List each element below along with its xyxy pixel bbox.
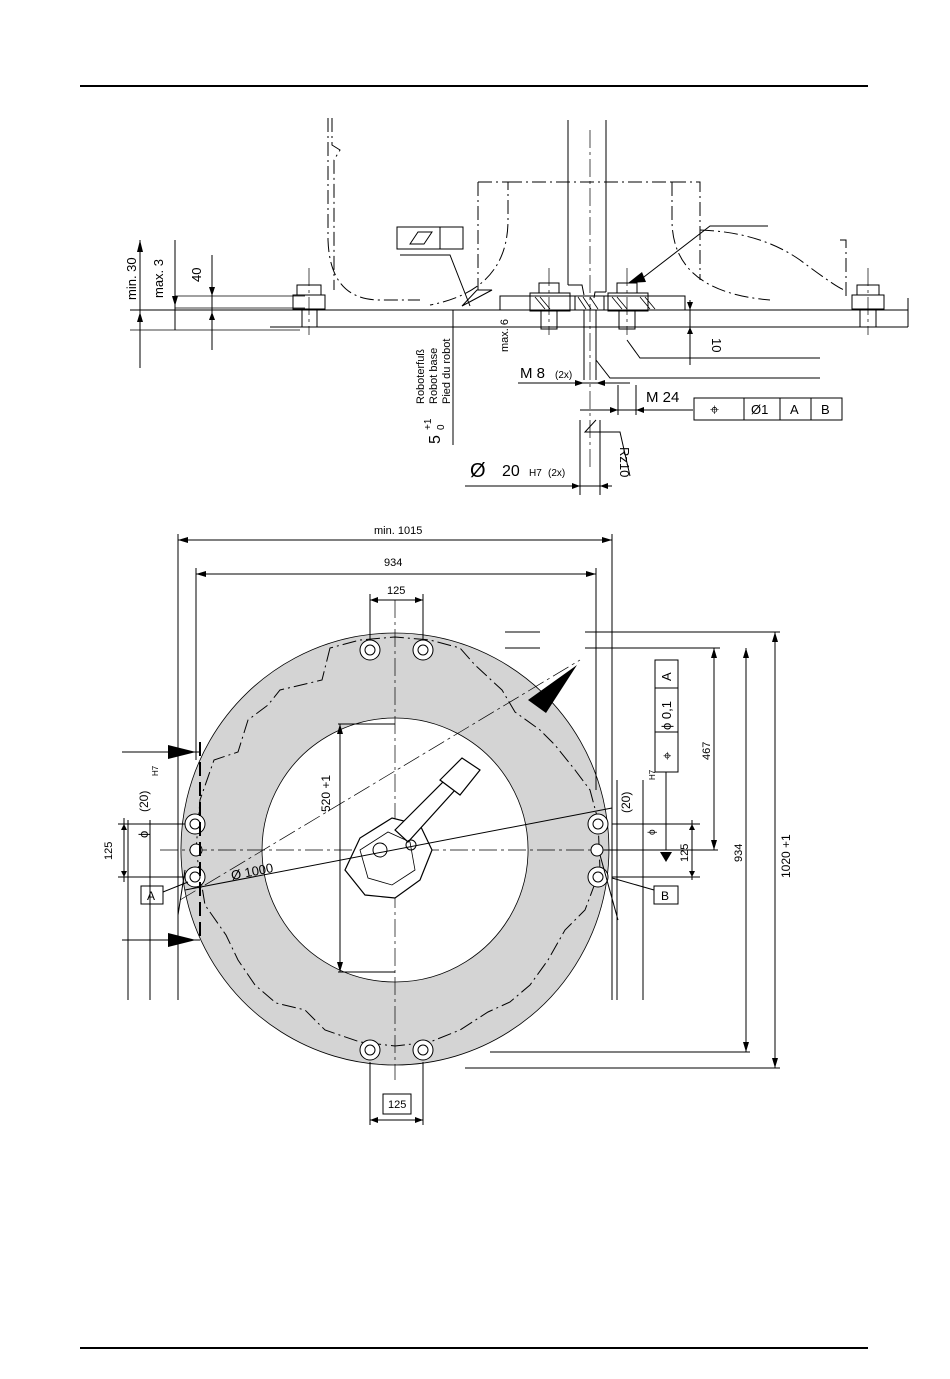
right-bore-phi: ϕ (647, 829, 658, 835)
dim-125-top: 125 (387, 585, 405, 597)
dia-qty: (2x) (548, 468, 565, 479)
dim-max-6: max. 6 (499, 319, 511, 352)
left-bore-20: (20) (137, 791, 151, 812)
pos-tol-datum-a: A (790, 402, 799, 417)
label-rz10: Rz10 (617, 447, 632, 477)
tol-box-symbol: ⌖ (659, 751, 676, 760)
datum-a-label: A (147, 889, 155, 903)
tol-0: 0 (436, 424, 447, 430)
dim-min-30: min. 30 (124, 257, 139, 300)
dim-min-1015: min. 1015 (374, 525, 422, 537)
dim-520: 520 +1 (319, 775, 333, 812)
plan-view: 520 +1 Ø 1000 min. 1015 934 125 1020 +1 (103, 525, 793, 1125)
tol-box-datum: A (659, 672, 674, 681)
tol-plus1: +1 (423, 418, 434, 430)
dim-934-top: 934 (384, 557, 402, 569)
dim-934-right: 934 (733, 844, 745, 862)
tol-5: 5 (427, 435, 444, 444)
datum-b-label: B (661, 889, 669, 903)
pos-tol-symbol: ⌖ (710, 402, 719, 419)
label-robot-base-fr: Pied du robot (441, 339, 453, 404)
label-robot-base-en: Robot base (428, 348, 440, 404)
dim-40: 40 (189, 268, 204, 282)
dim-125-bottom: 125 (388, 1099, 406, 1111)
right-bore-20: (20) (619, 792, 633, 813)
label-m24: M 24 (646, 389, 679, 406)
left-bore-phi: ϕ (136, 831, 151, 838)
pos-tol-datum-b: B (821, 402, 830, 417)
dia-symbol: Ø (470, 460, 486, 482)
label-m8: M 8 (520, 365, 545, 382)
pos-tol-value: Ø1 (751, 402, 768, 417)
label-robot-base-de: Roboterfuß (415, 349, 427, 404)
dim-125-left: 125 (103, 842, 115, 860)
dim-125-right: 125 (679, 844, 691, 862)
dia-h7: H7 (529, 468, 542, 479)
label-m8-qty: (2x) (555, 370, 572, 381)
dim-10: 10 (709, 338, 724, 352)
dim-max-3: max. 3 (151, 259, 166, 298)
tol-box-value: ϕ 0,1 (659, 701, 674, 730)
robot-arm (345, 758, 480, 898)
right-bore-h7: H7 (648, 769, 657, 780)
dim-1020: 1020 +1 (779, 834, 793, 878)
dim-467: 467 (701, 742, 713, 760)
left-bore-h7: H7 (151, 765, 160, 776)
dia-20: 20 (502, 463, 520, 480)
side-view: min. 30 max. 3 40 Roboterfuß Robot base … (124, 118, 908, 495)
